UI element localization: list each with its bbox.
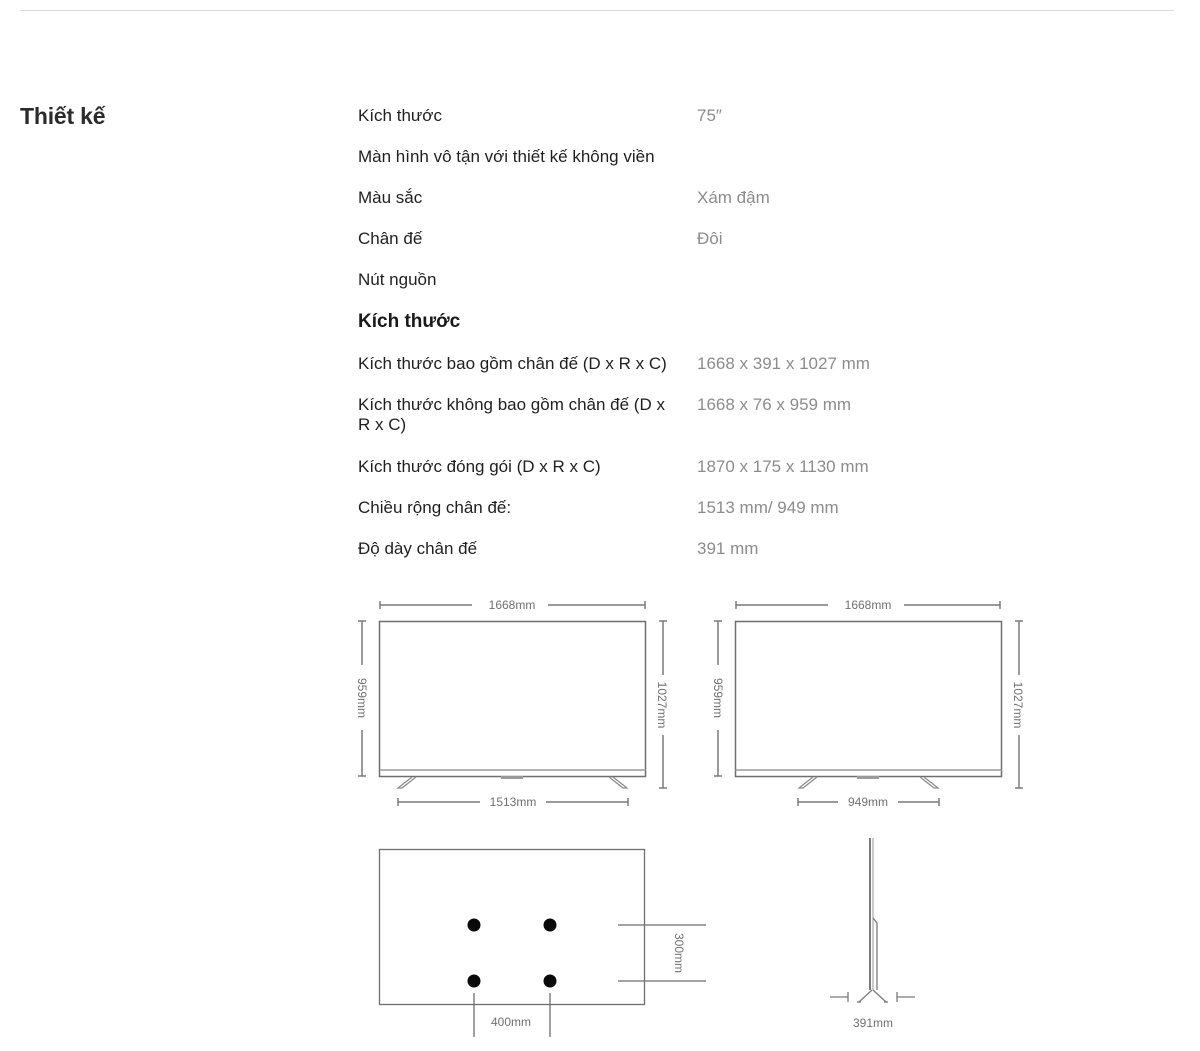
spec-value: 1668 x 391 x 1027 mm <box>697 354 870 373</box>
spec-row-color: Màu sắc Xám đậm <box>358 188 1058 208</box>
spec-label: Nút nguồn <box>358 270 437 289</box>
spec-row-borderless: Màn hình vô tận với thiết kế không viền <box>358 147 1058 167</box>
spec-label: Màn hình vô tận với thiết kế không viền <box>358 147 655 166</box>
spec-label: Kích thước đóng gói (D x R x C) <box>358 457 601 476</box>
spec-label: Kích thước bao gồm chân đế (D x R x C) <box>358 354 667 373</box>
panel-height-label: 959mm <box>711 678 725 718</box>
spec-row-size: Kích thước 75″ <box>358 106 1058 126</box>
spec-row-stand-depth: Độ dày chân đế 391 mm <box>358 539 1058 559</box>
spec-label: Kích thước <box>358 106 442 125</box>
spec-label: Màu sắc <box>358 188 423 207</box>
side-depth-label: 391mm <box>853 1016 893 1030</box>
vesa-mount-diagram: 400mm 300mm <box>360 835 730 1046</box>
section-title: Thiết kế <box>20 103 106 129</box>
spec-value: 75″ <box>697 106 722 125</box>
vesa-horizontal-label: 400mm <box>491 1015 531 1029</box>
spec-label: Kích thước không bao gồm chân đế (D x R … <box>358 395 665 434</box>
panel-height-label: 959mm <box>355 678 369 718</box>
tv-front-diagram-narrow-stand: 1668mm 959mm 1027mm 949mm <box>705 590 1035 815</box>
tv-side-diagram: 391mm <box>815 830 935 1046</box>
spec-row-stand: Chân đế Đôi <box>358 229 1058 249</box>
tv-front-diagram-wide-stand: 1668mm 959mm 1027mm 1513mm <box>350 590 680 815</box>
spec-label: Chiều rộng chân đế: <box>358 498 512 517</box>
width-label: 1668mm <box>845 598 892 612</box>
width-label: 1668mm <box>489 598 536 612</box>
dimensions-heading: Kích thước <box>358 311 461 332</box>
total-height-label: 1027mm <box>1011 682 1025 729</box>
spec-row-package: Kích thước đóng gói (D x R x C) 1870 x 1… <box>358 457 1058 477</box>
stand-width-label: 949mm <box>848 795 888 809</box>
spec-label: Chân đế <box>358 229 423 248</box>
top-divider <box>20 10 1174 11</box>
total-height-label: 1027mm <box>655 682 669 729</box>
spec-value: Xám đậm <box>697 188 770 207</box>
spec-row-without-stand: Kích thước không bao gồm chân đế (D x R … <box>358 395 1058 435</box>
spec-value: Đôi <box>697 229 723 248</box>
spec-value: 1513 mm/ 949 mm <box>697 498 839 517</box>
spec-label: Độ dày chân đế <box>358 539 478 558</box>
spec-value: 1668 x 76 x 959 mm <box>697 395 852 414</box>
spec-value: 1870 x 175 x 1130 mm <box>697 457 869 476</box>
spec-value: 391 mm <box>697 539 759 558</box>
vesa-vertical-label: 300mm <box>672 933 686 973</box>
stand-width-label: 1513mm <box>490 795 537 809</box>
spec-row-with-stand: Kích thước bao gồm chân đế (D x R x C) 1… <box>358 354 1058 374</box>
spec-row-power-button: Nút nguồn <box>358 270 1058 290</box>
spec-row-stand-width: Chiều rộng chân đế: 1513 mm/ 949 mm <box>358 498 1058 518</box>
